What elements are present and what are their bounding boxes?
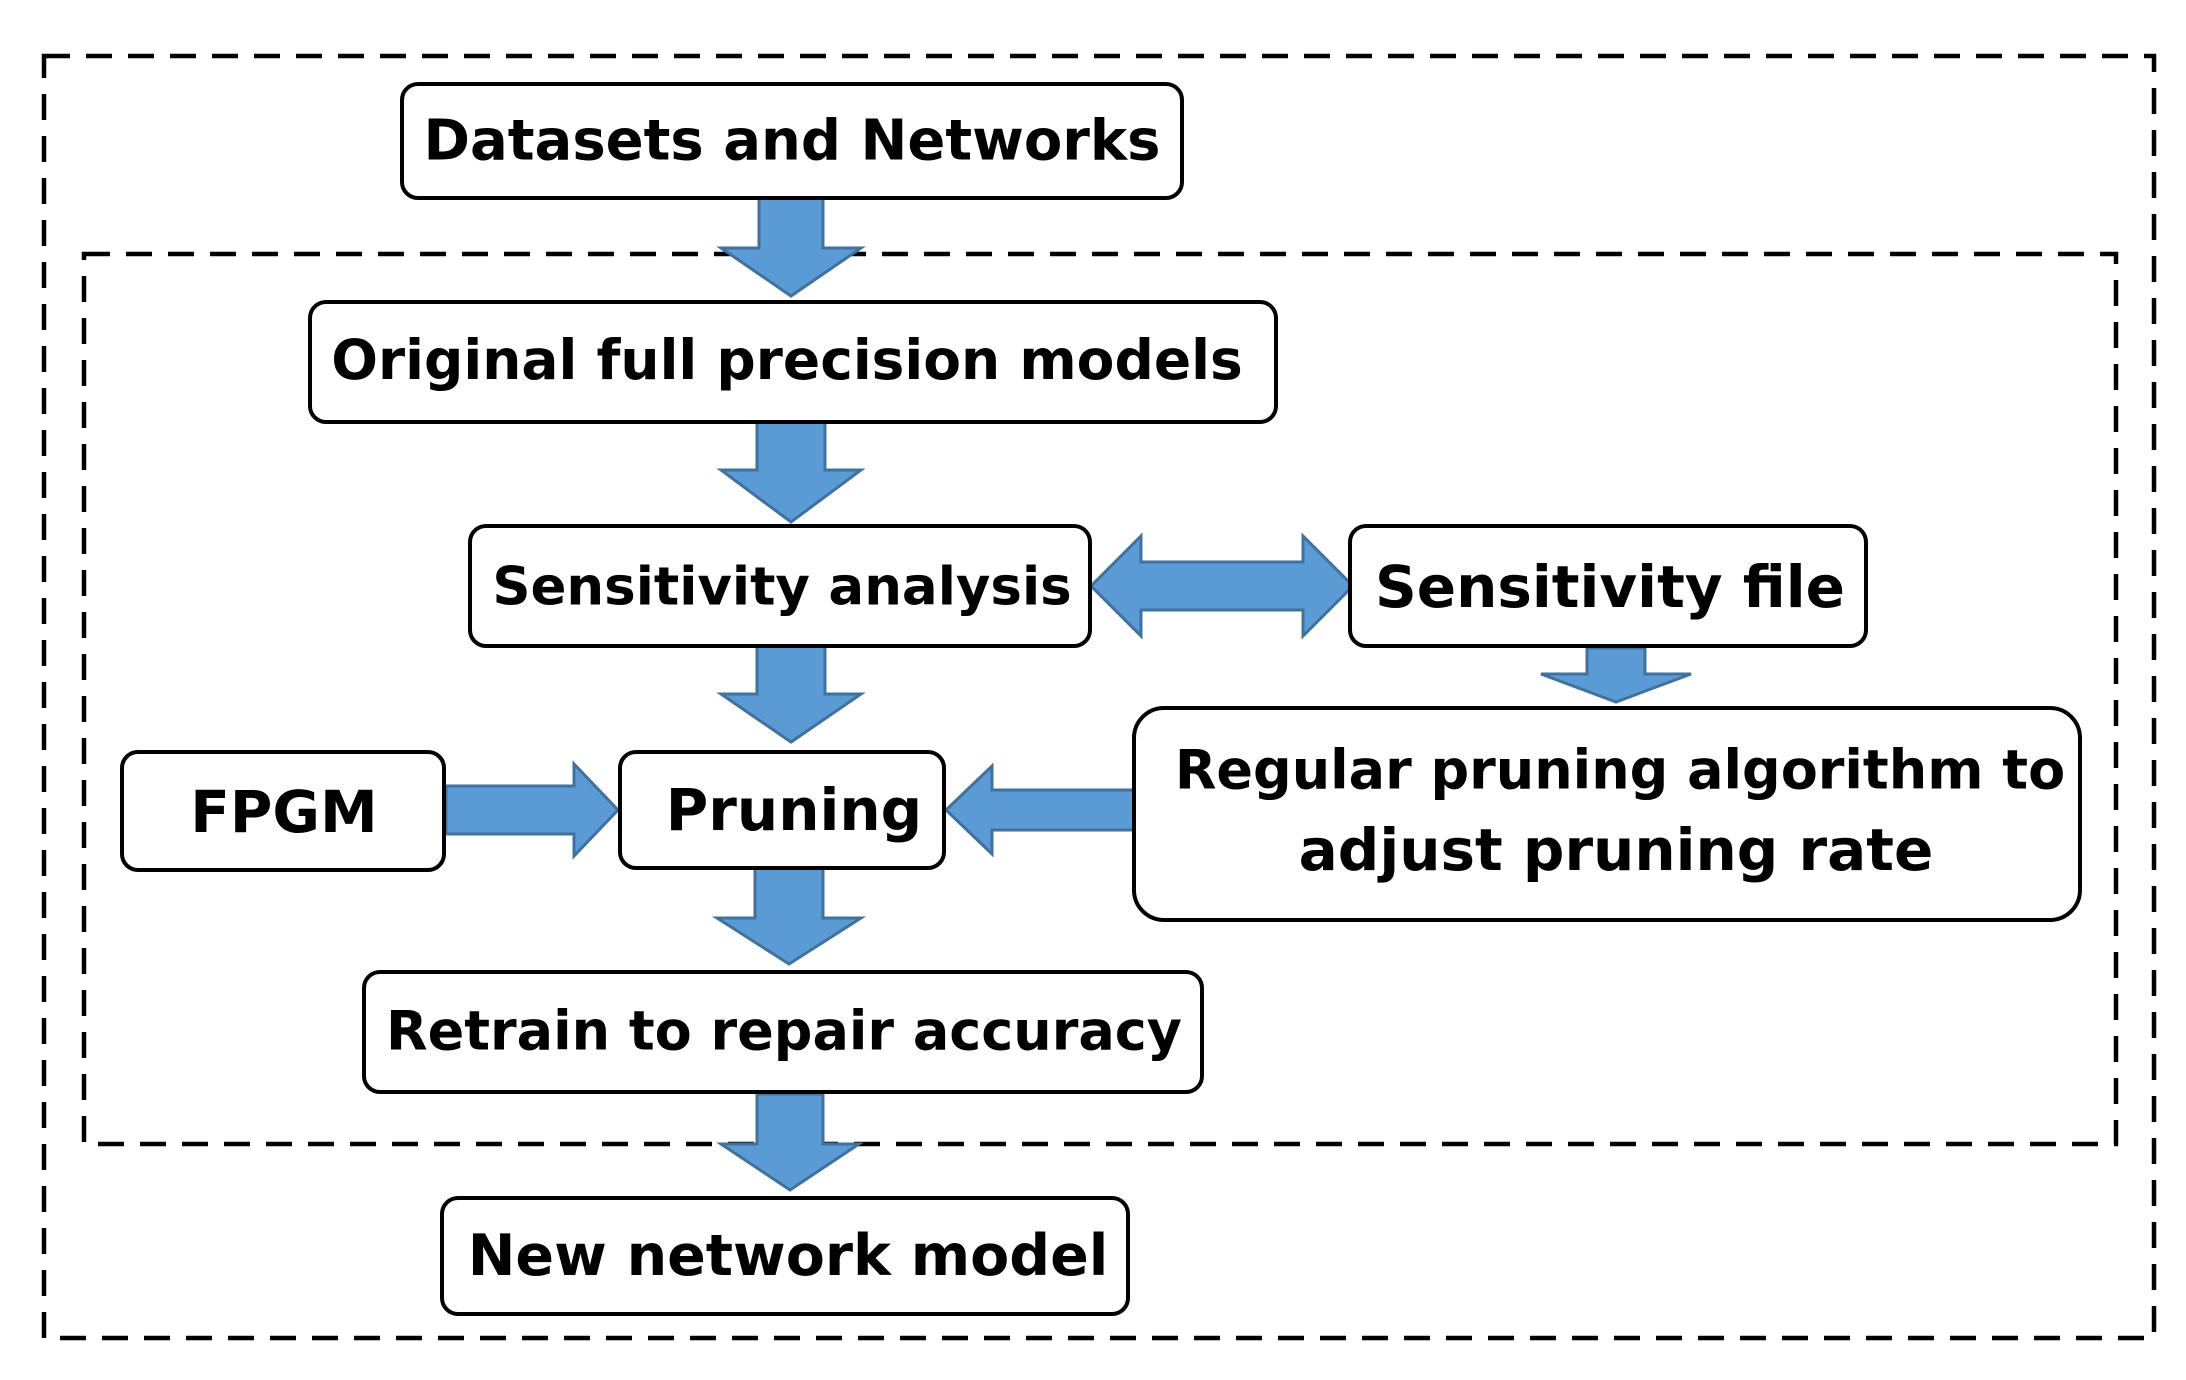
- fpgm-label: FPGM: [190, 778, 377, 846]
- inner-dashed-frame: [81, 251, 2119, 1147]
- arrow-fpgm-to-pruning: [444, 760, 621, 860]
- retrain-box: [362, 970, 1204, 1094]
- arrow-datasets-to-original: [716, 196, 866, 298]
- arrow-sensitivity-bidirectional: [1088, 532, 1356, 640]
- regular-pruning-label-line2: adjust pruning rate: [1299, 816, 1934, 884]
- arrow-sensitivity-to-pruning: [716, 644, 866, 744]
- arrow-retrain-to-new-model: [716, 1092, 864, 1192]
- new-model-box: [440, 1196, 1130, 1316]
- pruning-label: Pruning: [666, 776, 922, 844]
- outer-dashed-frame: [41, 53, 2157, 1341]
- original-models-label: Original full precision models: [331, 328, 1242, 392]
- sensitivity-analysis-box: [468, 524, 1092, 648]
- arrow-pruning-to-retrain: [711, 866, 867, 966]
- datasets-label: Datasets and Networks: [424, 109, 1161, 174]
- pruning-box: [618, 750, 946, 870]
- sensitivity-analysis-label: Sensitivity analysis: [492, 557, 1071, 618]
- arrow-regular-to-pruning: [943, 762, 1136, 858]
- regular-pruning-box: [1132, 706, 2082, 922]
- arrow-original-to-sensitivity: [716, 420, 866, 524]
- sensitivity-file-box: [1348, 524, 1868, 648]
- fpgm-box: [120, 750, 446, 872]
- sensitivity-file-label: Sensitivity file: [1375, 553, 1845, 621]
- new-model-label: New network model: [468, 1223, 1109, 1289]
- regular-pruning-label-line1: Regular pruning algorithm to: [1175, 739, 2065, 802]
- datasets-box: [400, 82, 1184, 200]
- retrain-label: Retrain to repair accuracy: [386, 1000, 1182, 1063]
- arrow-sensitivity-file-to-regular: [1540, 646, 1692, 704]
- original-models-box: [308, 300, 1278, 424]
